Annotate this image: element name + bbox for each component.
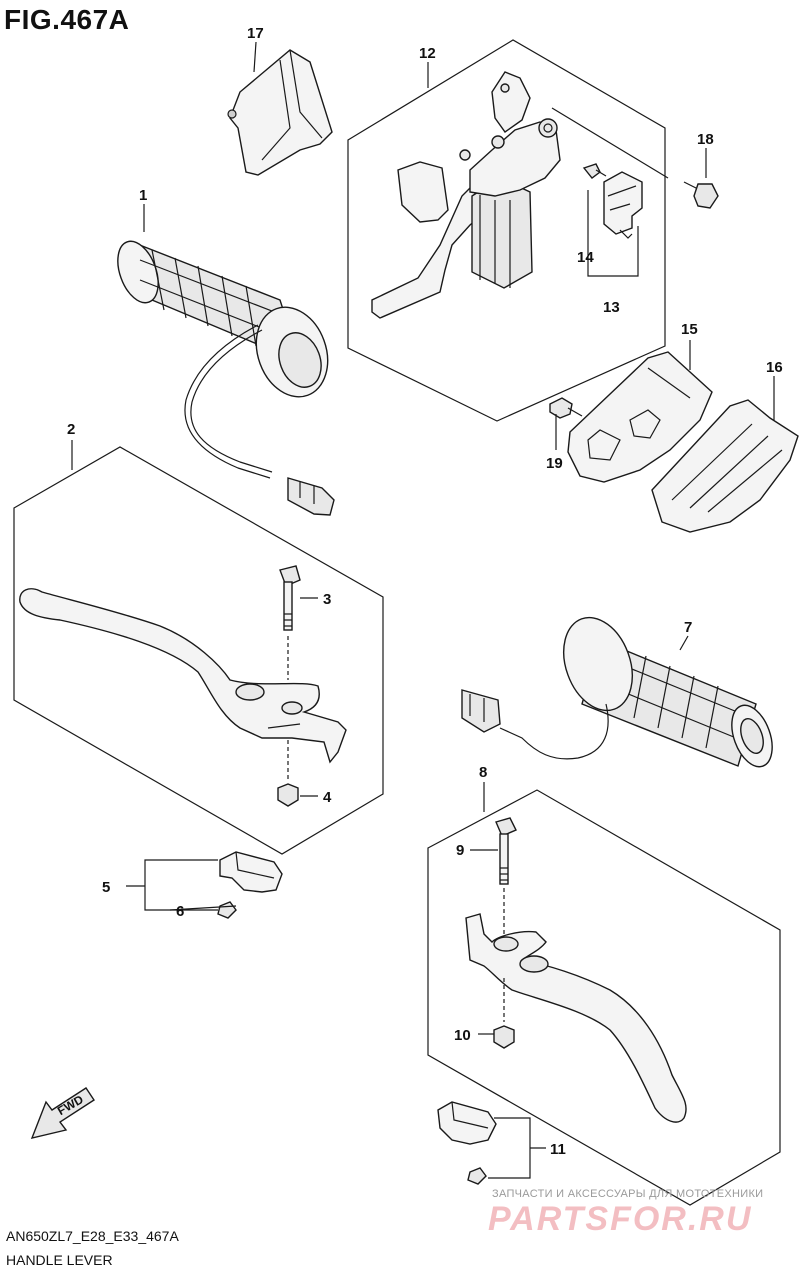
callout-11: 11 <box>550 1141 566 1158</box>
callout-10: 10 <box>454 1027 471 1044</box>
group-box-12 <box>347 39 666 422</box>
group-box-8 <box>427 789 781 1206</box>
callout-1: 1 <box>139 187 147 204</box>
part-13-switch <box>603 171 643 239</box>
part-2-lever-left <box>19 588 347 764</box>
callout-7: 7 <box>684 619 692 636</box>
fwd-arrow-icon: FWD <box>30 1087 95 1139</box>
watermark-text: ЗАПЧАСТИ И АКСЕССУАРЫ ДЛЯ МОТОТЕХНИКИ <box>492 1188 764 1200</box>
callout-3: 3 <box>323 591 331 608</box>
part-7-grip-right <box>461 616 773 768</box>
callout-9: 9 <box>456 842 464 859</box>
part-5-switch <box>219 851 283 893</box>
part-9-bolt <box>495 817 517 934</box>
part-15-holder <box>567 351 713 483</box>
callout-2: 2 <box>67 421 75 438</box>
part-8-lever-right <box>465 913 687 1123</box>
callout-14: 14 <box>577 249 594 266</box>
part-10-nut <box>493 978 515 1049</box>
bracket-11 <box>488 1117 546 1179</box>
callout-4: 4 <box>323 789 332 806</box>
callout-15: 15 <box>681 321 698 338</box>
callout-6: 6 <box>176 903 184 920</box>
part-19-screw <box>549 397 583 419</box>
watermark-logo: PARTSFOR.RU <box>488 1200 753 1238</box>
callout-19: 19 <box>546 455 563 472</box>
part-6-screw <box>217 901 237 919</box>
callout-18: 18 <box>697 131 714 148</box>
callout-8: 8 <box>479 764 487 781</box>
figure-title: FIG.467A <box>4 4 130 35</box>
callout-17: 17 <box>247 25 264 42</box>
part-14-screw <box>582 163 607 179</box>
part-18-bolt <box>683 181 719 209</box>
bracket-5-6 <box>126 859 218 911</box>
callout-12: 12 <box>419 45 436 62</box>
part-12-lever-bracket <box>371 71 669 319</box>
callout-13: 13 <box>603 299 620 316</box>
part-17-cover <box>227 49 333 176</box>
part-11-switch <box>437 1101 497 1185</box>
group-box-2 <box>13 446 384 855</box>
callout-16: 16 <box>766 359 783 376</box>
figure-code: AN650ZL7_E28_E33_467A <box>6 1228 179 1244</box>
part-4-nut <box>277 740 299 807</box>
part-1-grip-left <box>117 240 335 516</box>
part-3-bolt <box>279 565 301 680</box>
part-16-hand-guard <box>651 399 799 533</box>
leader-lines <box>71 41 775 1035</box>
callout-5: 5 <box>102 879 110 896</box>
bracket-13-14 <box>587 190 639 277</box>
figure-subtitle: HANDLE LEVER <box>6 1252 113 1268</box>
